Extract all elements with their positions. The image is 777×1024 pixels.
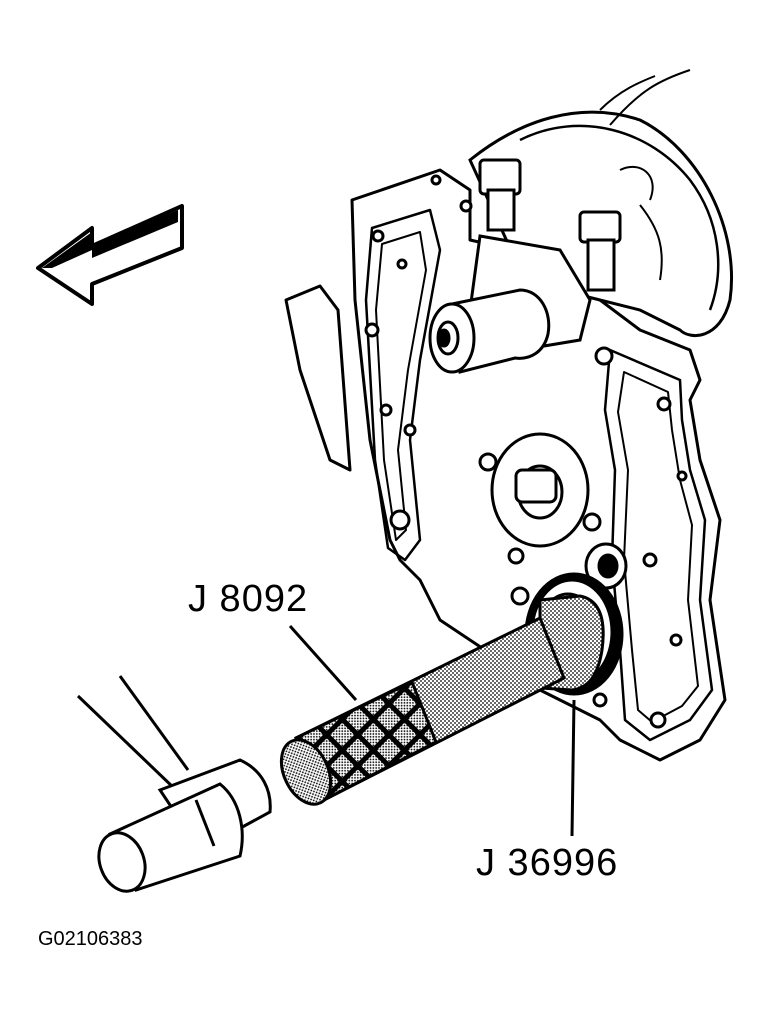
leader-lines (288, 625, 576, 837)
seal-installer-tool (524, 572, 624, 696)
driver-handle-tool (279, 615, 566, 806)
direction-arrow-icon (36, 204, 184, 306)
callout-j36996: J 36996 (476, 842, 619, 884)
hammer (76, 675, 272, 893)
callout-j8092: J 8092 (188, 578, 309, 620)
figure-id: G02106383 (38, 928, 143, 950)
camshaft-stub (428, 288, 551, 374)
crankshaft-nose (478, 432, 628, 590)
